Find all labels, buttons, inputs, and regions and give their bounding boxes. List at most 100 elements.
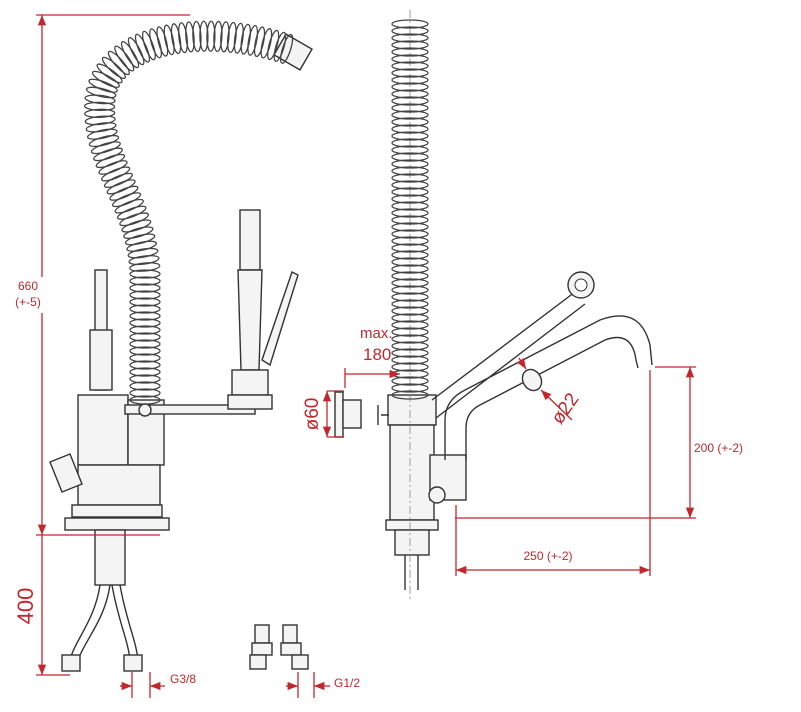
spring-coil-turn [391,75,429,85]
supply-hose-left [69,584,111,661]
thread-g38-label: G3/8 [170,672,196,686]
dimension-250: 250 (+-2) [455,370,651,576]
mounting-flange [64,517,170,531]
spring-coil-turn [129,332,161,342]
dimension-g12: G1/2 [286,672,360,698]
spring-coil-turn [129,388,161,398]
spring-coil-turn [129,276,161,286]
spring-coil-turn [91,70,120,88]
spring-coil-turn [391,271,429,281]
spring-coil-turn [112,192,142,208]
height-value: 660 [18,279,38,293]
spring-coil-turn [391,89,429,99]
spring-coil-turn [233,22,244,54]
dimension-o60: ø60 [302,390,344,438]
side-body [389,424,435,521]
spring-coil-turn [391,194,429,204]
spring-coil-turn [391,341,429,351]
spray-valve-top [239,209,261,271]
spring-coil-turn [124,233,156,246]
spring-coil-turn [391,313,429,323]
spring-coil-turn [391,173,429,183]
spring-coil-turn [192,20,202,53]
spring-coil-turn [114,45,135,72]
spring-coil-turn [163,24,175,56]
spring-coil-turn [199,20,209,52]
spring-coil-turn [134,33,151,63]
spring-coil-turn [123,226,154,239]
spring-coil-turn [127,36,145,66]
spring-coil-turn [88,78,118,93]
spring-coil-turn [391,47,429,57]
spring-coil-turn [86,128,118,140]
spring-coil-turn [107,50,130,76]
flexible-hose [249,59,319,226]
spring-coil-turn [391,82,429,92]
spring-coil-turn [240,23,252,55]
spring-coil-turn [141,30,156,61]
wall-nut [342,399,362,429]
spring-coil-turn [391,362,429,372]
spring-coil-turn [119,212,149,227]
spout-reach-label: 250 (+-2) [523,549,572,563]
spring-coil-turn [129,290,161,300]
spring-coil-turn [116,205,147,220]
thread-g12-label: G1/2 [334,676,360,690]
side-view-faucet [334,10,653,600]
spring-coil-turn [127,247,159,259]
spring-coil-turn [129,339,161,349]
spring-coil-turn [106,179,136,195]
spout-diameter-label: ø22 [548,389,584,428]
spring-coil-turn [253,26,266,58]
flange-diameter-label: ø60 [302,398,323,431]
spring-coil-turn [391,117,429,127]
arm-pivot [138,403,152,417]
supply-hose-right [111,584,139,661]
clearance-label: max. [360,325,393,342]
spring-coil-turn [84,101,116,112]
spring-coil-turn [88,134,120,148]
spring-coil-turn [129,381,161,391]
spring-coil-turn [391,285,429,295]
dimension-200: 200 (+-2) [455,366,743,519]
spring-coil-turn [84,94,116,105]
spring-coil-turn [279,33,294,64]
spring-coil-turn [129,325,161,335]
spring-coil-turn [177,22,188,54]
spring-coil-turn [156,26,169,57]
spring-coil-turn [391,124,429,134]
spring-coil-turn [98,160,128,175]
spring-coil-turn [120,40,140,69]
spring-coil-turn [109,185,139,201]
spout-height-label: 200 (+-2) [694,441,743,455]
spring-coil-turn [391,376,429,386]
dimension-660: 660 (+-5) [10,14,190,536]
side-flange [385,519,439,531]
dimension-400: 400 [13,535,70,676]
spring-coil-turn [129,374,161,384]
spring-coil-turn [391,131,429,141]
spring-coil-turn [93,147,123,162]
spring-coil-turn [121,219,152,233]
spring-coil-turn [149,28,163,59]
mounting-shank [94,529,126,586]
spring-coil-turn [391,26,429,36]
spring-coil-turn [391,299,429,309]
spring-coil-turn [391,243,429,253]
spout-section [521,368,543,392]
dimension-max-180: max. 180 [344,325,400,388]
spring-coil-turn [391,355,429,365]
spring-coil-turn [391,138,429,148]
front-view-faucet [49,20,322,672]
spring-coil-turn [391,292,429,302]
spring-coil-turn [128,254,160,266]
spring-coil-turn [391,110,429,120]
spring-coil-turn [391,222,429,232]
spring-coil-turn [213,20,223,53]
spring-coil-turn [101,56,126,80]
spring-coil-turn [247,24,259,56]
spring-coil-turn [84,115,116,126]
spring-coil-turn [391,250,429,260]
spring-coil-turn [226,21,237,54]
